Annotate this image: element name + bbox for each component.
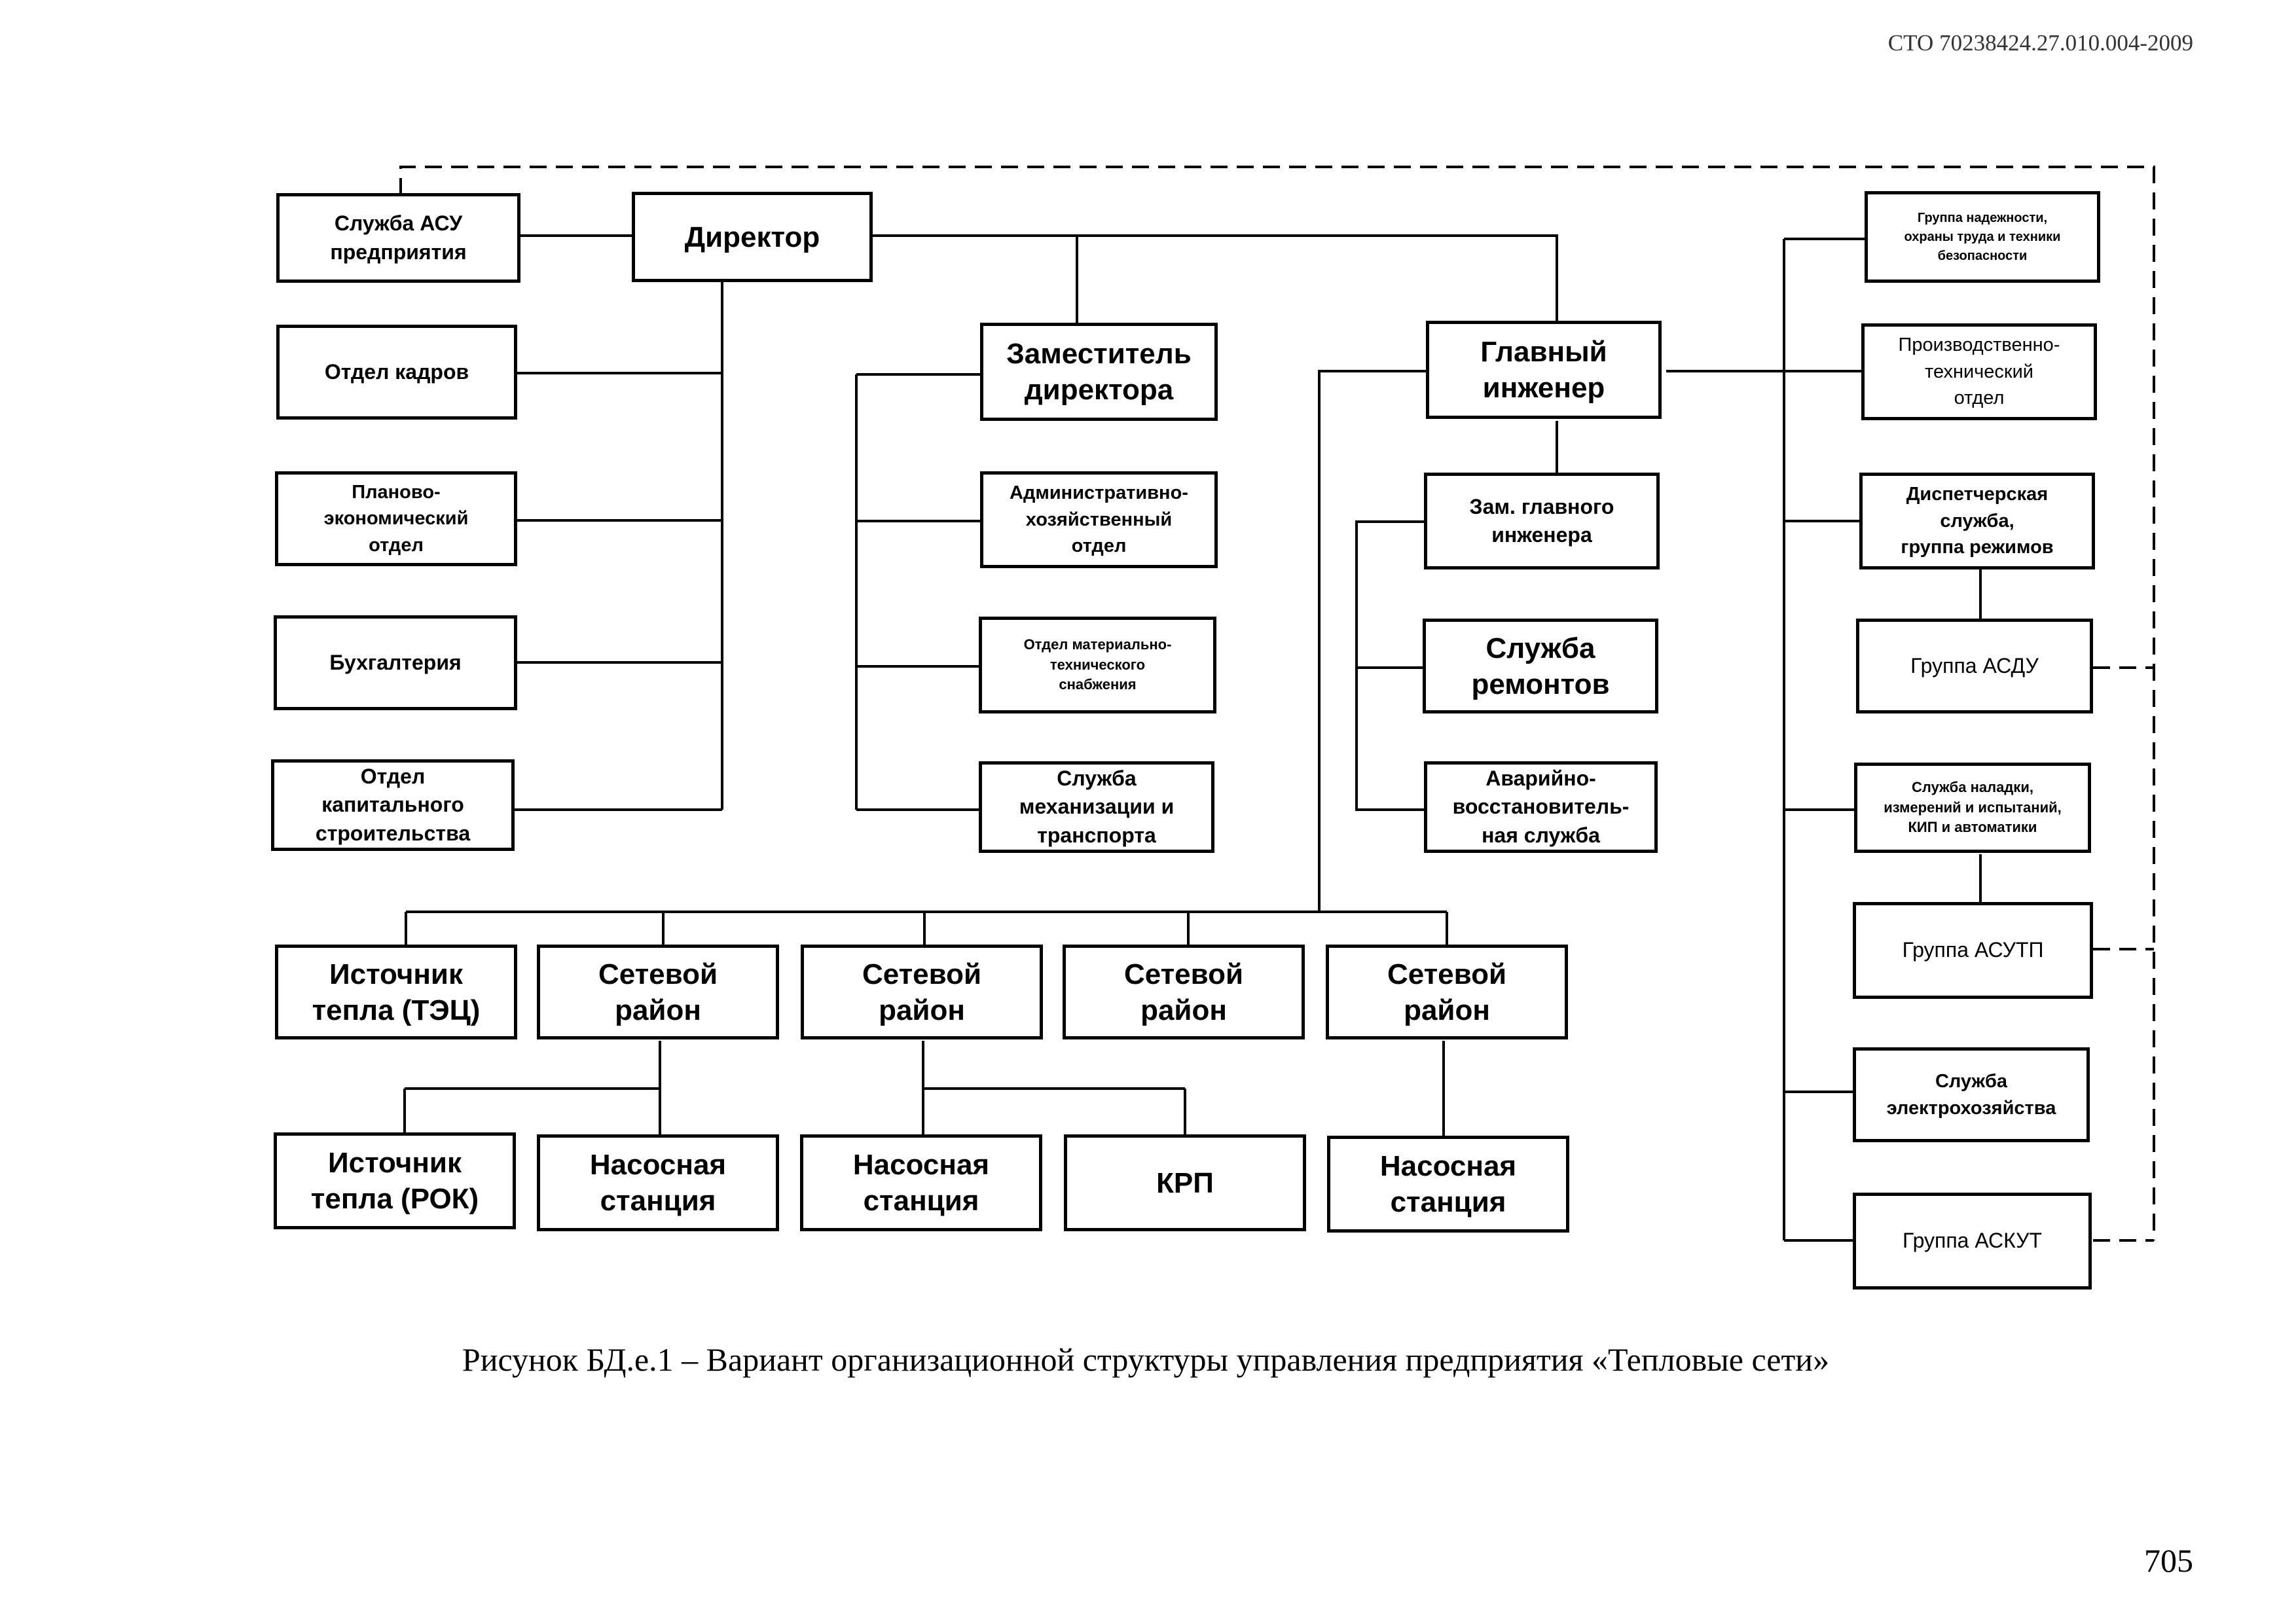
network-district-2-box: Сетевой район	[801, 945, 1043, 1039]
pump-station-2-box: Насосная станция	[800, 1134, 1042, 1231]
pump-station-1-box: Насосная станция	[537, 1134, 779, 1231]
pump-station-3-box: Насосная станция	[1327, 1136, 1569, 1233]
mechanization-box: Служба механизации и транспорта	[979, 761, 1214, 853]
admin-household-box: Административно- хозяйственный отдел	[980, 471, 1218, 568]
planning-box: Планово- экономический отдел	[275, 471, 517, 566]
link-chief-districts	[1318, 370, 1430, 912]
krp-box: КРП	[1064, 1134, 1306, 1231]
dispatch-service-box: Диспетчерская служба, группа режимов	[1859, 473, 2095, 569]
director-box: Директор	[632, 192, 873, 282]
electrical-service-box: Служба электрохозяйства	[1853, 1047, 2090, 1142]
document-code: СТО 70238424.27.010.004-2009	[1887, 30, 2193, 56]
production-technical-box: Производственно- технический отдел	[1861, 323, 2097, 420]
dashed-link-asu	[399, 166, 2155, 1240]
capital-construction-box: Отдел капитального строительства	[271, 759, 515, 851]
heat-source-tec-box: Источник тепла (ТЭЦ)	[275, 945, 517, 1039]
network-district-1-box: Сетевой район	[537, 945, 779, 1039]
figure-caption: Рисунок БД.е.1 – Вариант организационной…	[462, 1341, 1830, 1378]
heat-source-rok-box: Источник тепла (РОК)	[274, 1132, 516, 1229]
hr-box: Отдел кадров	[276, 325, 517, 420]
asutp-group-box: Группа АСУТП	[1853, 902, 2093, 999]
askut-group-box: Группа АСКУТ	[1853, 1193, 2092, 1290]
deputy-chief-bus	[1355, 520, 1430, 811]
repair-service-box: Служба ремонтов	[1423, 619, 1658, 713]
emergency-service-box: Аварийно- восстановитель- ная служба	[1424, 761, 1658, 853]
accounting-box: Бухгалтерия	[274, 615, 517, 710]
network-district-3-box: Сетевой район	[1063, 945, 1305, 1039]
link-director-chief	[871, 234, 1558, 324]
asdu-group-box: Группа АСДУ	[1856, 619, 2093, 713]
adjustment-service-box: Служба наладки, измерений и испытаний, К…	[1854, 763, 2091, 853]
deputy-director-box: Заместитель директора	[980, 323, 1218, 421]
supply-box: Отдел материально- технического снабжени…	[979, 617, 1216, 713]
reliability-group-box: Группа надежности, охраны труда и техник…	[1865, 191, 2100, 283]
page-number: 705	[2144, 1542, 2193, 1579]
network-district-4-box: Сетевой район	[1326, 945, 1568, 1039]
asu-service-box: Служба АСУ предприятия	[276, 193, 520, 283]
chief-engineer-box: Главный инженер	[1426, 321, 1662, 419]
deputy-chief-engineer-box: Зам. главного инженера	[1424, 473, 1660, 569]
